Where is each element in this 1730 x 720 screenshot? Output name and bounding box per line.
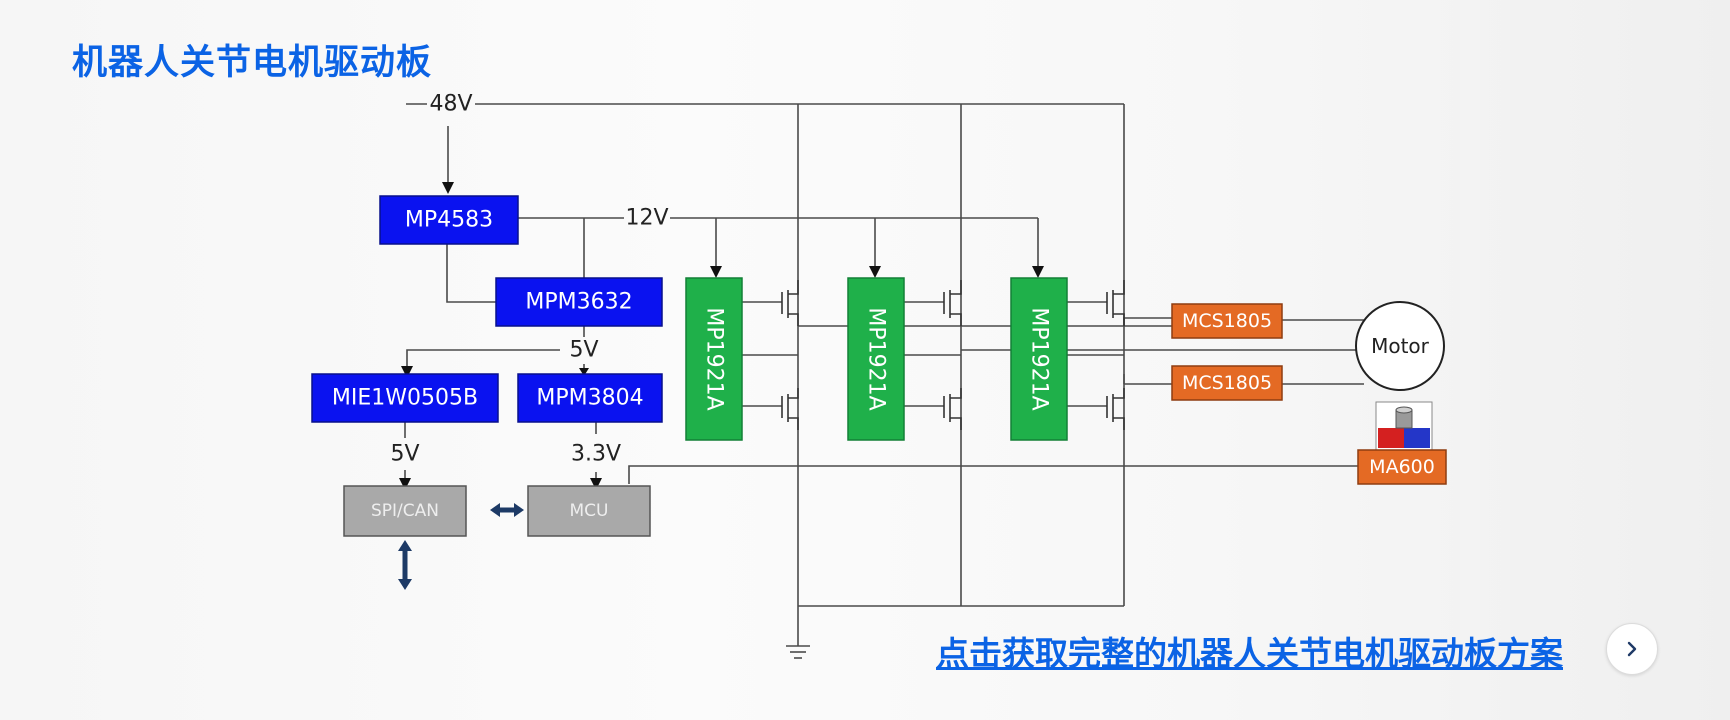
mcu-label: MCU: [570, 501, 609, 521]
mosfet-low-3: [1106, 388, 1125, 430]
arrow-to-spican: [399, 478, 411, 490]
driver-1-label: MP1921A: [702, 307, 727, 410]
wire-mp4583-to-mpm3632: [446, 244, 496, 303]
mp4583-block: [379, 195, 519, 245]
mosfet-high-1: [781, 280, 799, 326]
driver-3-block: [1010, 277, 1068, 441]
wire-5v-to-mie1w0505b: [406, 349, 560, 372]
current-sensor-2-block: [1171, 365, 1283, 401]
mosfet-low-1: [781, 388, 799, 430]
mie1w0505b-label: MIE1W0505B: [332, 386, 478, 411]
mosfet-high-3: [1106, 280, 1125, 326]
voltage-12v-label: 12V: [625, 206, 668, 231]
next-button[interactable]: [1606, 623, 1658, 675]
arrow-to-mp4583: [442, 182, 454, 194]
arrow-to-driver-2: [869, 266, 881, 278]
voltage-5v-mid-label: 5V: [569, 338, 598, 363]
mie1w0505b-block: [311, 373, 499, 423]
arrow-to-driver-1: [710, 266, 722, 278]
spi-can-block: [343, 485, 467, 537]
page-title: 机器人关节电机驱动板: [72, 43, 433, 83]
spi-can-label: SPI/CAN: [371, 501, 439, 521]
arrow-to-mpm3804: [579, 368, 589, 376]
mpm3804-label: MPM3804: [536, 386, 643, 411]
chevron-right-icon: [1627, 641, 1637, 657]
magnet-icon: [1375, 401, 1433, 451]
current-sensor-2-label: MCS1805: [1182, 372, 1272, 394]
phase-a-sense: [1123, 317, 1172, 326]
driver-3-label: MP1921A: [1027, 307, 1052, 410]
mosfet-low-2: [943, 388, 962, 430]
wire-mcu-to-ma600: [628, 465, 1358, 484]
mpm3804-block: [517, 373, 663, 423]
voltage-33v-label: 3.3V: [571, 442, 621, 467]
driver-2-label: MP1921A: [864, 307, 889, 410]
motor-symbol: [1355, 301, 1445, 391]
mcu-block: [527, 485, 651, 537]
motor-label: Motor: [1371, 334, 1430, 358]
arrow-to-mie1w0505b: [401, 366, 413, 378]
angle-sensor-block: [1357, 449, 1447, 485]
current-sensor-1-label: MCS1805: [1182, 310, 1272, 332]
angle-sensor-label: MA600: [1369, 456, 1435, 478]
driver-1-block: [685, 277, 743, 441]
mpm3632-block: [495, 277, 663, 327]
mp4583-label: MP4583: [405, 208, 493, 233]
voltage-48v-label: 48V: [429, 92, 472, 117]
mpm3632-label: MPM3632: [525, 290, 632, 315]
voltage-5v-left-label: 5V: [390, 442, 419, 467]
mosfet-high-2: [943, 280, 962, 326]
driver-2-block: [847, 277, 905, 441]
arrow-to-driver-3: [1032, 266, 1044, 278]
arrow-to-mcu: [590, 478, 602, 490]
bidirectional-arrow-spi-mcu-icon: [490, 503, 524, 517]
bidirectional-arrow-bus-icon: [398, 540, 412, 590]
current-sensor-1-block: [1171, 303, 1283, 339]
solution-link[interactable]: 点击获取完整的机器人关节电机驱动板方案: [936, 634, 1563, 673]
